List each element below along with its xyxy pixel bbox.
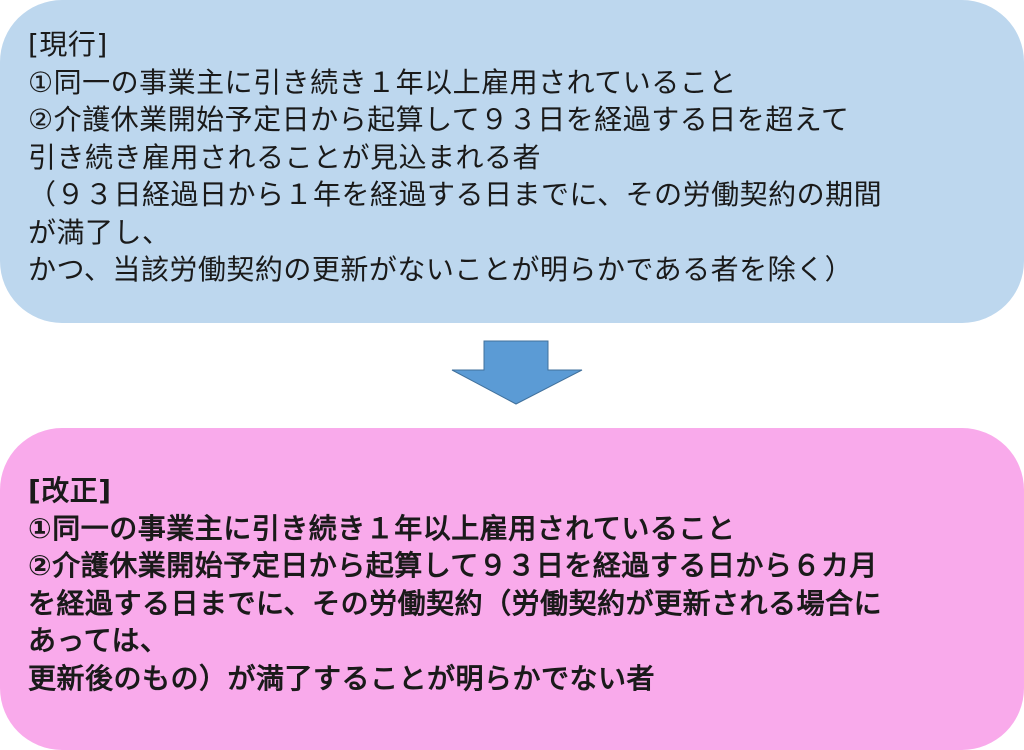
revised-line: を経過する日までに、その労働契約（労働契約が更新される場合に — [28, 586, 883, 620]
revised-line: あっては、 — [28, 624, 169, 657]
current-line: ①同一の事業主に引き続き１年以上雇用されていること — [28, 65, 737, 99]
current-line: ②介護休業開始予定日から起算して９３日を経過する日を超えて — [28, 103, 850, 136]
revised-rules-box: [改正] ①同一の事業主に引き続き１年以上雇用されていること ②介護休業開始予定… — [0, 428, 1024, 750]
current-line: かつ、当該労働契約の更新がないことが明らかである者を除く） — [28, 253, 854, 286]
current-line: が満了し、 — [28, 215, 171, 249]
revised-label: [改正] — [28, 474, 112, 507]
current-label: [現行] — [28, 28, 108, 61]
revised-line: ①同一の事業主に引き続き１年以上雇用されていること — [28, 511, 736, 545]
revised-line: 更新後のもの）が満了することが明らかでない者 — [28, 661, 656, 695]
current-line: 引き続き雇用されることが見込まれる者 — [28, 140, 542, 174]
current-line: （９３日経過日から１年を経過する日までに、その労働契約の期間 — [28, 178, 883, 211]
current-rules-box: [現行] ①同一の事業主に引き続き１年以上雇用されていること ②介護休業開始予定… — [0, 0, 1024, 323]
down-arrow-icon — [451, 340, 583, 405]
revised-line: ②介護休業開始予定日から起算して９３日を経過する日から６カ月 — [28, 549, 878, 582]
